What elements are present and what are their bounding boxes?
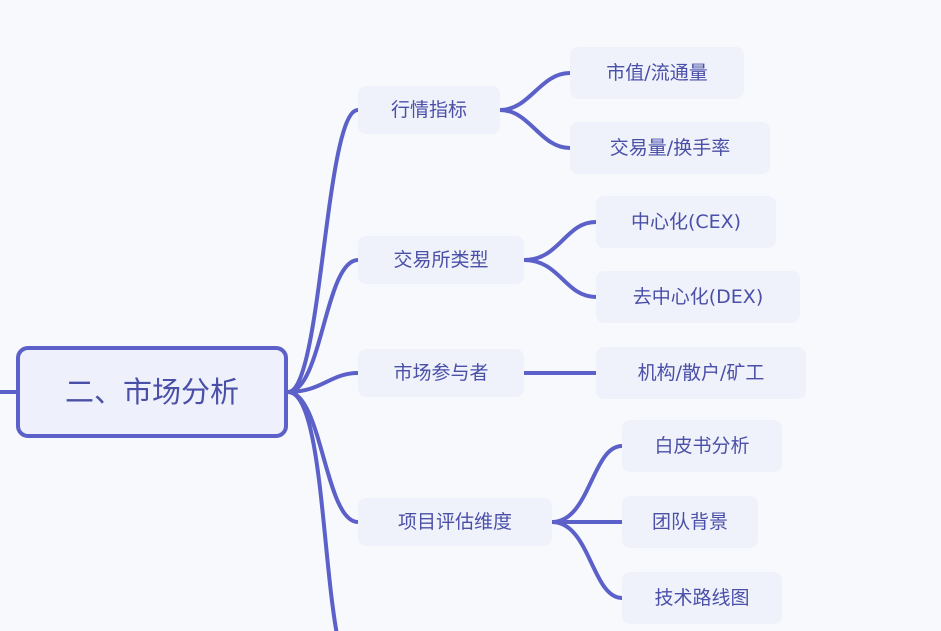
branch-node-market-participants[interactable]: 市场参与者: [358, 349, 524, 397]
leaf-node-label: 团队背景: [651, 510, 728, 533]
connector-branch-2-child-1: [522, 220, 598, 262]
leaf-node-label: 机构/散户/矿工: [637, 361, 765, 384]
leaf-node-label: 白皮书分析: [654, 434, 750, 457]
leaf-node-label: 中心化(CEX): [630, 210, 742, 233]
leaf-node-label: 去中心化(DEX): [632, 285, 764, 308]
connector-branch-1-child-1: [498, 71, 572, 112]
leaf-node-roadmap[interactable]: 技术路线图: [622, 572, 782, 624]
branch-node-exchange-types[interactable]: 交易所类型: [358, 236, 524, 284]
connector-root-branch-2: [286, 258, 360, 394]
leaf-node-dex[interactable]: 去中心化(DEX): [596, 271, 800, 323]
leaf-node-label: 交易量/换手率: [609, 136, 731, 159]
connector-root-branch-3: [286, 371, 360, 394]
leaf-node-whitepaper[interactable]: 白皮书分析: [622, 420, 782, 472]
branch-node-label: 交易所类型: [393, 248, 489, 271]
connector-root-branch-1: [286, 108, 360, 394]
connector-branch-2-child-2: [522, 258, 598, 299]
connector-root-branch-offscreen: [286, 390, 339, 631]
root-node[interactable]: 二、市场分析: [16, 346, 288, 438]
connector-branch-1-child-2: [498, 108, 572, 150]
leaf-node-team-background[interactable]: 团队背景: [622, 496, 758, 548]
leaf-node-trading-volume[interactable]: 交易量/换手率: [570, 122, 770, 174]
leaf-node-cex[interactable]: 中心化(CEX): [596, 196, 776, 248]
leaf-node-market-cap[interactable]: 市值/流通量: [570, 47, 744, 99]
branch-node-label: 项目评估维度: [397, 510, 512, 533]
connector-branch-4-child-3: [550, 520, 624, 600]
root-node-label: 二、市场分析: [64, 374, 239, 409]
connector-branch-4-child-1: [550, 444, 624, 524]
branch-node-project-evaluation[interactable]: 项目评估维度: [358, 498, 552, 546]
branch-node-market-indicators[interactable]: 行情指标: [358, 86, 500, 134]
branch-node-label: 市场参与者: [393, 361, 489, 384]
leaf-node-participants[interactable]: 机构/散户/矿工: [596, 347, 806, 399]
branch-node-label: 行情指标: [390, 98, 467, 121]
leaf-node-label: 市值/流通量: [606, 61, 708, 84]
leaf-node-label: 技术路线图: [654, 586, 750, 609]
